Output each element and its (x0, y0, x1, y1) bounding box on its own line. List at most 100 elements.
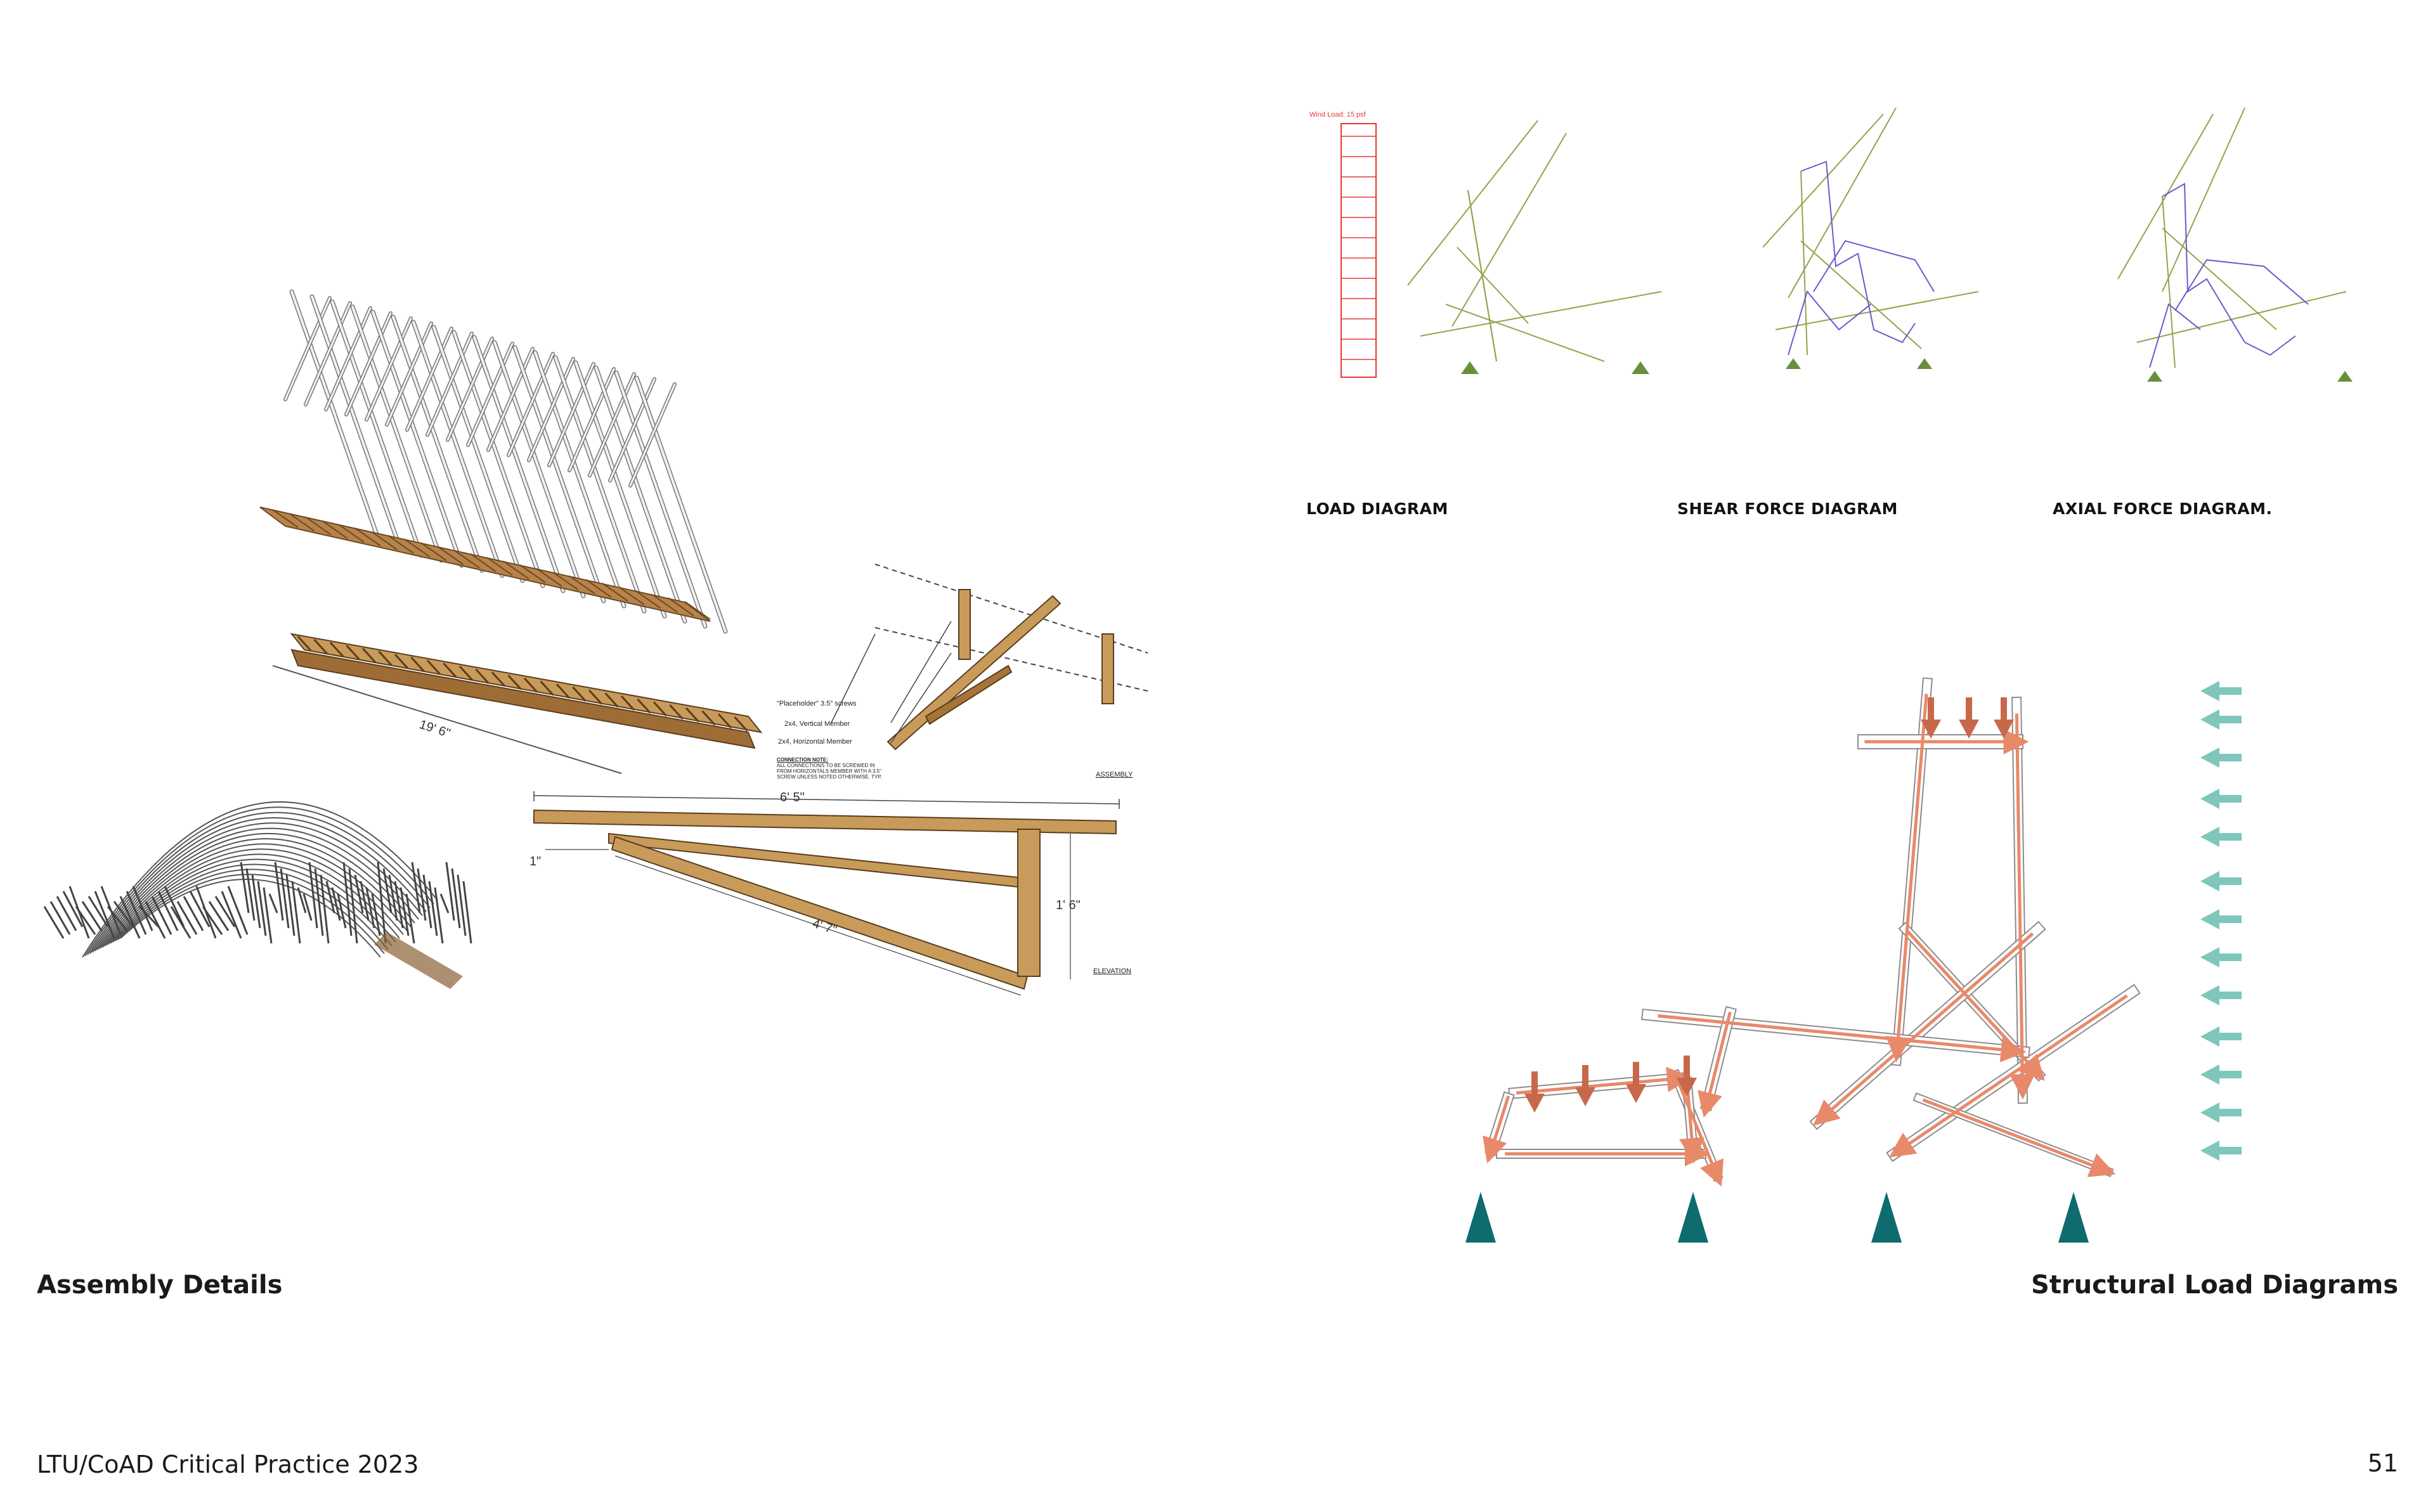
frame-slat (458, 665, 474, 682)
arch-rib-end (297, 887, 307, 914)
deck-slat (668, 597, 694, 617)
axial-force-arrow (1813, 932, 2034, 1126)
arch-rib (94, 827, 419, 952)
footer-course-title: LTU/CoAD Critical Practice 2023 (37, 1451, 419, 1478)
wind-load-arrow (2200, 1140, 2242, 1161)
support-triangle (1871, 1192, 1902, 1243)
support-triangle (1465, 1192, 1496, 1243)
frame-slat (475, 668, 490, 684)
arch-rib-end (394, 881, 404, 929)
platform-deck (259, 507, 711, 622)
arch-rib-end (445, 862, 455, 921)
arch-rib-end (422, 874, 432, 929)
arch-rib-end (280, 868, 290, 929)
frame-slat (297, 635, 312, 652)
deck-slat (371, 531, 398, 550)
arch-rib-end (337, 893, 347, 929)
arch-rib-end (342, 862, 353, 936)
arch-rib-end (268, 893, 278, 914)
wind-load-arrow (2200, 1102, 2242, 1123)
frame-slat (734, 716, 748, 732)
arch-rib-end (170, 906, 192, 939)
frame-slat (685, 707, 700, 723)
wind-load-arrow (2200, 789, 2242, 809)
axial-force-diagram-label: AXIAL FORCE DIAGRAM. (2053, 500, 2273, 518)
arch-rib-end (405, 893, 415, 944)
arch-rib-end (371, 893, 381, 936)
arch-rib (105, 848, 404, 947)
arch-rib-end (119, 896, 141, 939)
support-triangle (2058, 1192, 2089, 1243)
structural-load-diagrams-heading: Structural Load Diagrams (2030, 1270, 2398, 1300)
arch-rib-end (43, 906, 65, 939)
structural-load-schematic (1465, 677, 2242, 1243)
arch-rib-end (107, 906, 128, 931)
elevation-label: ELEVATION (1093, 967, 1132, 975)
point-load-arrow (1582, 1065, 1588, 1090)
deck-slat (486, 557, 513, 576)
arch-rib-end (457, 874, 467, 936)
point-load-arrow (1531, 1071, 1538, 1097)
frame-slat (443, 662, 457, 678)
arch-rib-end (214, 896, 236, 927)
arch-rib-end (157, 891, 179, 931)
callout-screws: "Placeholder" 3.5" screws (777, 700, 857, 708)
arch-rib-end (164, 886, 185, 927)
arch-rib-end (325, 881, 335, 914)
frame-slat (313, 638, 328, 654)
wind-load-arrow (2200, 947, 2242, 967)
arch-rib-end (377, 862, 387, 944)
deck-slat (519, 564, 546, 583)
arch-rib (87, 811, 431, 955)
arch-rib-end (138, 905, 160, 928)
arch-rib (110, 858, 396, 944)
wind-load-arrow (2200, 681, 2242, 701)
frame-slat (588, 689, 603, 705)
arch-rib-end (151, 896, 172, 935)
arch-rib-end (388, 874, 398, 921)
assembly-isometric-drawing (259, 289, 728, 634)
arch-rib-end (411, 862, 421, 914)
point-load-arrow (1966, 697, 1972, 723)
wind-load-arrow (2200, 985, 2242, 1005)
deck-slat (503, 560, 529, 580)
deck-slat (569, 575, 595, 595)
deck-slat (552, 571, 579, 591)
point-load-arrow-head (1524, 1094, 1545, 1113)
deck-slat (585, 579, 612, 598)
assembly-details-heading: Assembly Details (37, 1270, 283, 1300)
arch-rib-end (176, 901, 198, 935)
deck-slat (602, 583, 628, 602)
deck-slat (289, 512, 315, 532)
frame-slat (669, 704, 684, 720)
elevation-drawing: 6' 5" 1" 4' 7" 1' 6" (529, 791, 1120, 995)
deck-slat (684, 601, 711, 620)
arch-rib-end (221, 891, 242, 939)
arch-rib-end (439, 893, 450, 914)
arch-rib-end (291, 881, 301, 944)
deck-slat (338, 524, 365, 543)
span-dimension: 6' 5" (780, 791, 805, 804)
wind-load-arrow (2200, 747, 2242, 768)
wind-load-arrow (2200, 1026, 2242, 1047)
load-diagram-label: LOAD DIAGRAM (1306, 500, 1448, 518)
frame-slat (346, 645, 360, 661)
arch-rib-end (113, 901, 134, 927)
load-diagram: Wind Load: 15 psf (1309, 111, 1662, 378)
arch-rib-end (189, 891, 211, 927)
arch-rib-end (56, 896, 77, 931)
arch-rib-end (274, 862, 284, 921)
arch-rib-end (94, 891, 115, 939)
arch-rib-end (240, 862, 250, 914)
arch-rib-end (417, 868, 427, 921)
arch-rib-end (227, 886, 249, 935)
axial-force-arrow (2010, 713, 2036, 1100)
offset-dimension: 1" (529, 855, 541, 869)
frame-slat (555, 683, 571, 699)
point-load-arrow-head (1677, 1078, 1697, 1097)
deck-slat (321, 520, 348, 540)
arch-rib (102, 843, 408, 948)
deck-slat (437, 546, 464, 565)
axial-force-arrow (1658, 1014, 2027, 1063)
support-triangle (1678, 1192, 1708, 1243)
